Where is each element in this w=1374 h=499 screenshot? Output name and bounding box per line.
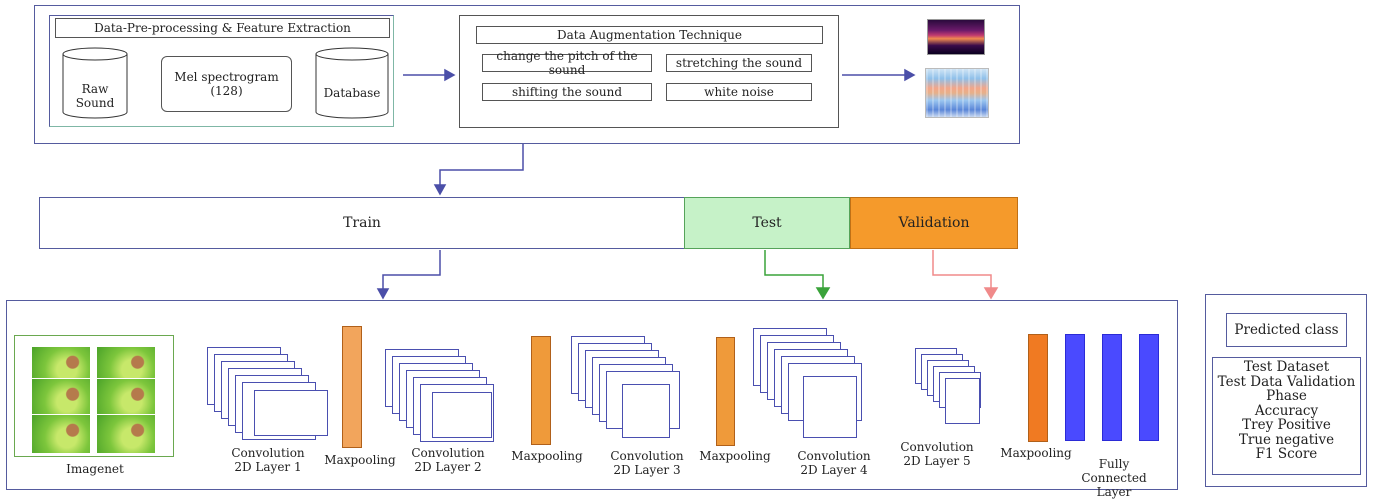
fc-bar-2 — [1102, 334, 1122, 441]
arrow-validation — [932, 250, 999, 300]
maxpool1-bar — [342, 326, 362, 448]
maxpool3-bar — [716, 337, 735, 446]
train-segment: Train — [40, 198, 684, 248]
augmentation-title: Data Augmentation Technique — [557, 28, 742, 42]
technique-noise-label: white noise — [704, 85, 774, 99]
validation-label: Validation — [898, 215, 970, 231]
conv1-label: Convolution 2D Layer 1 — [231, 446, 305, 474]
technique-shift-label: shifting the sound — [511, 85, 623, 99]
metric-true-positive: Trey Positive — [1242, 417, 1331, 433]
test-label: Test — [752, 215, 782, 231]
imagenet-thumb-4 — [96, 378, 156, 418]
diagram-shapes — [62, 47, 999, 300]
metric-true-negative: True negative — [1238, 431, 1335, 448]
conv5-label: Convolution 2D Layer 5 — [900, 440, 974, 468]
preprocessing-title: Data-Pre-processing & Feature Extraction — [94, 21, 351, 35]
maxpool2-label: Maxpooling — [511, 449, 583, 463]
validation-segment: Validation — [850, 197, 1018, 249]
raw-sound-cylinder-icon — [62, 47, 128, 119]
arrow-preprocess-to-augment — [403, 68, 456, 82]
maxpool2-bar — [531, 336, 551, 445]
metric-test-dataset: Test Dataset — [1243, 359, 1330, 375]
arrow-augment-to-spectrogram — [842, 68, 916, 82]
maxpool1-label: Maxpooling — [324, 453, 396, 467]
spectrogram-image-1 — [927, 19, 985, 55]
imagenet-thumb-3 — [31, 378, 91, 418]
database-cylinder-icon — [315, 47, 389, 119]
arrow-to-split — [433, 144, 524, 196]
database-label: Database — [323, 86, 381, 100]
fc-bar-3 — [1139, 334, 1159, 441]
imagenet-thumb-6 — [96, 414, 156, 454]
maxpool3-label: Maxpooling — [699, 449, 771, 463]
conv4-label: Convolution 2D Layer 4 — [797, 449, 871, 477]
technique-stretch-label: stretching the sound — [675, 56, 803, 70]
metric-accuracy: Accuracy — [1254, 402, 1319, 419]
metric-test-data-validation: Test Data Validation — [1217, 373, 1356, 390]
fc-bar-1 — [1065, 334, 1085, 441]
fc-label: Fully Connected Layer — [1081, 457, 1147, 499]
mel-spectrogram-box: Mel spectrogram (128) — [161, 56, 292, 112]
raw-sound-label: Raw Sound — [75, 82, 115, 110]
predicted-class-label: Predicted class — [1234, 322, 1339, 338]
spectrogram-image-2 — [925, 68, 989, 118]
metric-f1-score: F1 Score — [1255, 446, 1318, 462]
technique-stretch: stretching the sound — [666, 54, 812, 72]
arrow-test — [764, 250, 831, 300]
mel-spectrogram-label: Mel spectrogram (128) — [174, 70, 279, 98]
conv3-label: Convolution 2D Layer 3 — [610, 449, 684, 477]
maxpool4-bar — [1028, 334, 1048, 442]
preprocessing-box — [49, 15, 394, 127]
train-label: Train — [343, 215, 381, 231]
technique-shift: shifting the sound — [482, 83, 652, 101]
augmentation-title-box: Data Augmentation Technique — [476, 26, 823, 44]
imagenet-image-box — [14, 335, 174, 457]
metric-phase: Phase — [1266, 388, 1307, 404]
maxpool4-label: Maxpooling — [1000, 446, 1072, 460]
technique-pitch-label: change the pitch of the sound — [496, 49, 638, 77]
metrics-box: Test Dataset Test Data Validation Phase … — [1212, 357, 1361, 475]
arrow-train — [376, 250, 441, 300]
predicted-class-box: Predicted class — [1226, 313, 1347, 347]
imagenet-label: Imagenet — [66, 462, 124, 476]
technique-noise: white noise — [666, 83, 812, 101]
imagenet-thumb-5 — [31, 414, 91, 454]
conv2-label: Convolution 2D Layer 2 — [411, 446, 485, 474]
test-segment: Test — [684, 197, 850, 249]
preprocessing-title-box — [55, 18, 390, 38]
technique-pitch: change the pitch of the sound — [482, 49, 652, 77]
